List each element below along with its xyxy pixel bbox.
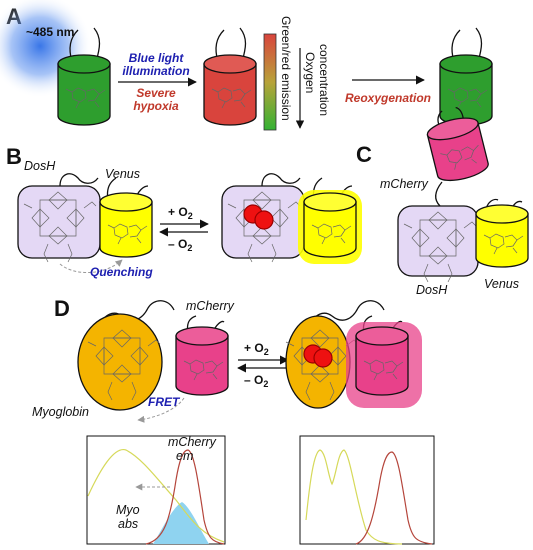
dosh-box-c [397, 205, 479, 277]
dosh-label-c: DosH [416, 283, 448, 297]
venus-cylinder-c [475, 204, 529, 268]
blue-light-line2: illumination [122, 64, 189, 78]
cylinder-green-reoxygenated [439, 27, 493, 126]
spectrum-myo-line1: Myo [116, 503, 140, 517]
panel-d: D mCherry Myoglobin FRET + O2 – O2 [32, 296, 435, 545]
panel-d-label: D [54, 296, 70, 321]
mcherry-emission-curve-left [145, 449, 225, 545]
emission-gradient-bar [263, 33, 277, 131]
quenching-label: Quenching [90, 265, 153, 279]
spectrum-plot-left: mCherry em Myo abs [86, 435, 226, 545]
panel-c: C mCherry DosH Venus [356, 106, 529, 297]
dosh-box-b-left [17, 185, 101, 259]
spectrum-mcherry-line1: mCherry [168, 435, 217, 449]
venus-cylinder-b-right [298, 190, 362, 264]
plus-o2-d: + O2 [244, 341, 269, 357]
panel-b-label: B [6, 144, 22, 169]
spectrum-frame-right [299, 435, 435, 545]
mcherry-emission-curve-right [355, 451, 433, 545]
mcherry-cylinder-c [426, 106, 489, 182]
dosh-label-b: DosH [24, 159, 56, 173]
mcherry-label-d: mCherry [186, 299, 235, 313]
spectrum-myo-line2: abs [118, 517, 138, 531]
emission-label: Green/red emission [279, 16, 293, 121]
reoxygenation-label: Reoxygenation [345, 91, 431, 105]
mcherry-label-c: mCherry [380, 177, 429, 191]
spectrum-mcherry-line2: em [176, 449, 193, 463]
spectrum-plot-right [299, 435, 435, 545]
spectrum-frame-left [86, 435, 226, 545]
oxygen-line2: concentration [317, 44, 331, 116]
oxygen-line1: Oxygen [303, 52, 317, 93]
oxygen-atom-2-d [313, 348, 333, 368]
panel-a: A ~485 nm Blue light illumination Severe… [0, 0, 493, 131]
oxygen-atom-2-b [254, 210, 274, 230]
fret-label: FRET [148, 395, 181, 409]
blue-light-line1: Blue light [129, 51, 185, 65]
minus-o2-d: – O2 [244, 373, 268, 389]
cylinder-red-hypoxic [203, 27, 257, 126]
myo-absorption-curve [87, 449, 225, 543]
overlap-fill-left [153, 502, 209, 544]
minus-o2-b: – O2 [168, 237, 192, 253]
cylinder-green-initial [57, 27, 111, 126]
plus-o2-b: + O2 [168, 205, 193, 221]
myoglobin-label: Myoglobin [32, 405, 89, 419]
venus-label-b: Venus [105, 167, 140, 181]
mcherry-cylinder-d-right [346, 322, 422, 408]
wavelength-label: ~485 nm [26, 25, 74, 39]
venus-label-c: Venus [484, 277, 519, 291]
myo-oxy-absorption-curve [305, 449, 403, 545]
hypoxia-line1: Severe [136, 86, 176, 100]
mcherry-cylinder-d-left [175, 326, 229, 396]
venus-cylinder-b-left [99, 192, 153, 258]
panel-c-label: C [356, 142, 372, 167]
myoglobin-left [77, 313, 163, 411]
hypoxia-line2: hypoxia [133, 99, 179, 113]
panel-b: B DosH Venus Quenching + O2 – O2 [6, 144, 362, 279]
